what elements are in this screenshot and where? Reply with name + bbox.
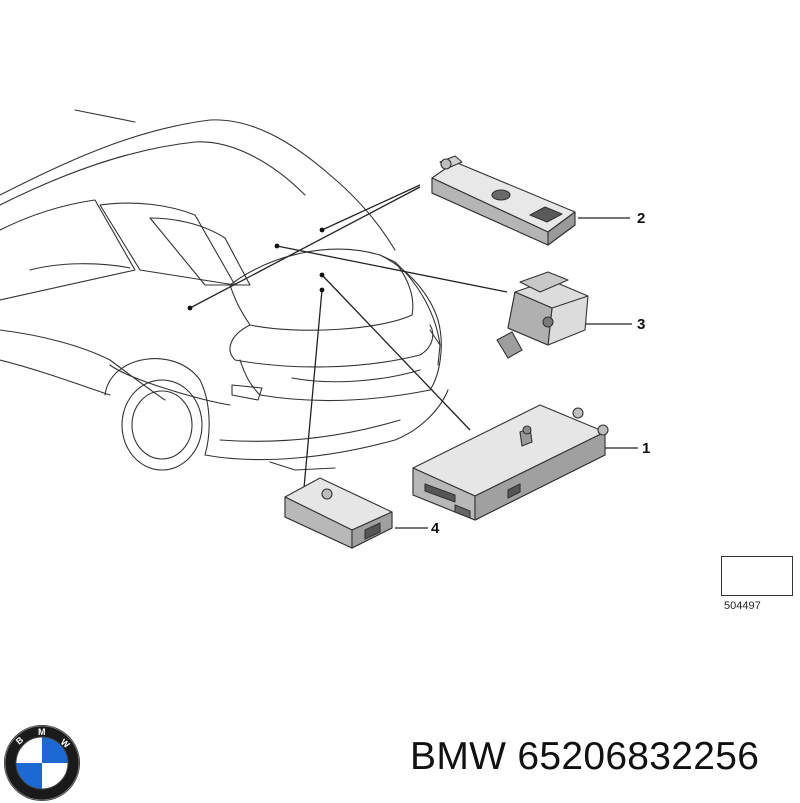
part-number: 65206832256 (517, 735, 760, 778)
parts-diagram (0, 109, 784, 589)
leader-lines (189, 184, 638, 529)
svg-text:B: B (14, 734, 26, 746)
callout-4: 4 (431, 520, 440, 537)
module-3 (496, 271, 589, 359)
reference-number: 504497 (724, 600, 761, 612)
callout-3: 3 (637, 316, 646, 333)
reference-box (721, 556, 793, 596)
svg-text:M: M (38, 727, 46, 737)
callout-1: 1 (642, 440, 651, 457)
bmw-logo-icon: B M W (4, 725, 80, 801)
car-outline (0, 109, 449, 471)
callout-2: 2 (637, 210, 646, 227)
module-2 (431, 155, 576, 246)
brand-name: BMW (410, 735, 507, 778)
leader-dots (187, 227, 325, 311)
part-title: BMW 65206832256 (410, 735, 759, 779)
module-4 (284, 477, 393, 549)
module-1 (412, 404, 609, 521)
